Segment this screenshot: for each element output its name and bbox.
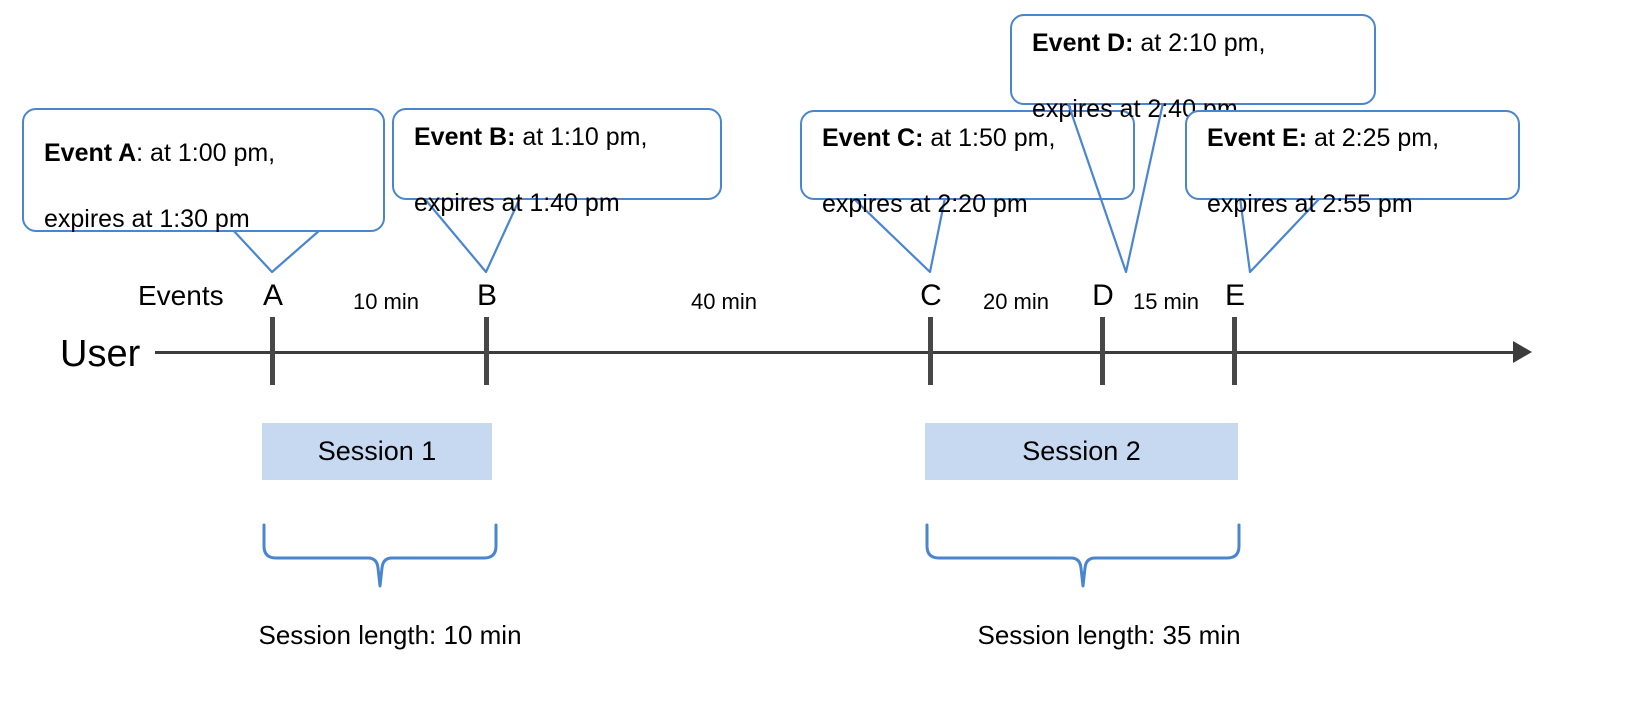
callout-event-d: Event D: at 2:10 pm, expires at 2:40 pm — [1010, 14, 1376, 123]
tail-event-a — [232, 229, 321, 274]
event-letter-c: C — [920, 279, 942, 312]
interval-label-d-e: 15 min — [1132, 289, 1200, 314]
session-bar-1-label: Session 1 — [317, 436, 437, 466]
event-tick-a — [270, 317, 275, 385]
session-brace-2 — [925, 523, 1241, 588]
callout-event-e: Event E: at 2:25 pm, expires at 2:55 pm — [1185, 110, 1520, 218]
callout-event-e-text: Event E: at 2:25 pm, expires at 2:55 pm — [1207, 124, 1440, 218]
timeline-axis — [155, 351, 1517, 354]
event-letter-b: B — [476, 279, 498, 312]
event-letter-a: A — [262, 279, 284, 312]
interval-label-b-c: 40 min — [690, 289, 758, 314]
callout-event-b-text: Event B: at 1:10 pm, expires at 1:40 pm — [414, 123, 648, 217]
event-tick-d — [1100, 317, 1105, 385]
interval-label-a-b: 10 min — [352, 289, 420, 314]
callout-event-b: Event B: at 1:10 pm, expires at 1:40 pm — [392, 108, 722, 217]
callout-event-a: Event A: at 1:00 pm, expires at 1:30 pm — [22, 108, 385, 233]
event-tick-c — [928, 317, 933, 385]
event-letter-d: D — [1092, 279, 1114, 312]
user-axis-label: User — [60, 333, 141, 375]
event-tick-b — [484, 317, 489, 385]
interval-label-c-d: 20 min — [982, 289, 1050, 314]
session-bar-1: Session 1 — [262, 423, 492, 480]
callout-event-d-text: Event D: at 2:10 pm, expires at 2:40 pm — [1032, 28, 1266, 123]
session-caption-2: Session length: 35 min — [977, 620, 1241, 650]
events-row-label: Events — [138, 280, 224, 311]
timeline-arrow-icon — [1513, 341, 1532, 363]
event-tick-e — [1232, 317, 1237, 385]
session-caption-1: Session length: 10 min — [258, 620, 522, 650]
session-brace-1 — [262, 523, 498, 588]
event-letter-e: E — [1224, 279, 1246, 312]
session-bar-2-label: Session 2 — [1022, 436, 1141, 466]
callout-event-c-text: Event C: at 1:50 pm, expires at 2:20 pm — [822, 124, 1056, 218]
session-bar-2: Session 2 — [925, 423, 1238, 480]
callout-event-a-text: Event A: at 1:00 pm, expires at 1:30 pm — [44, 139, 276, 233]
